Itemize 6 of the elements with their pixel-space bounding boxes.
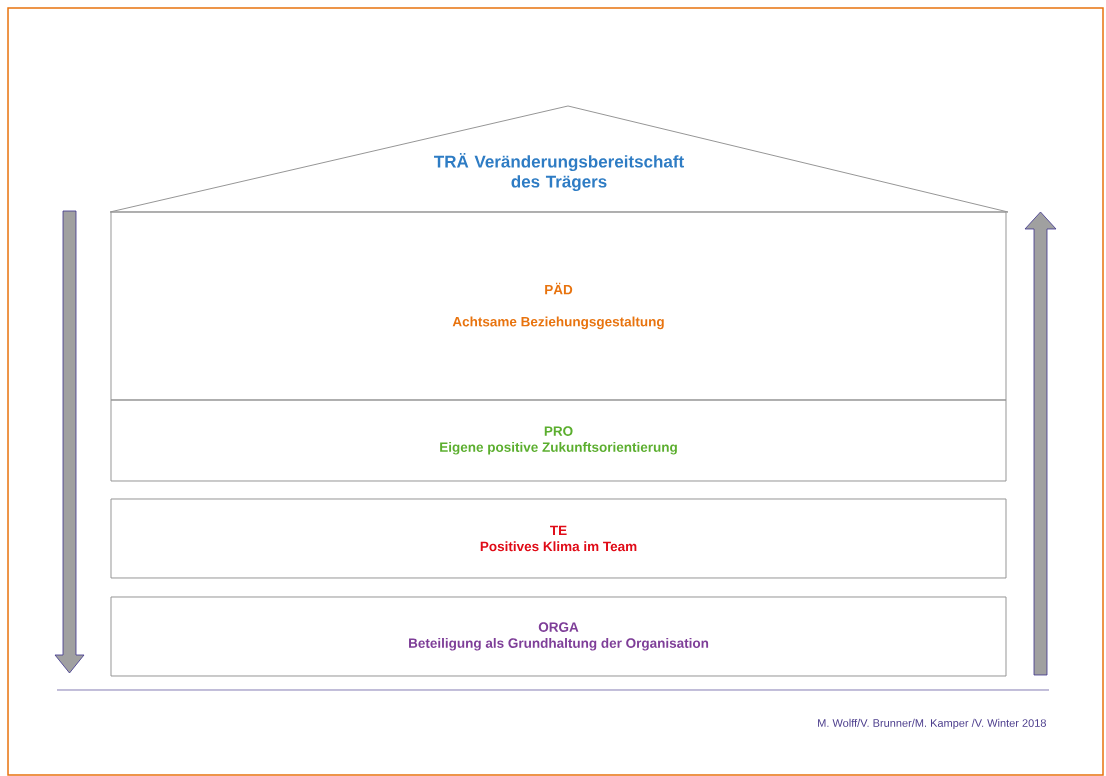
roof-triangle: TRÄ Veränderungsbereitschaft des Trägers — [109, 105, 1009, 213]
layer-box: PRO Eigene positive Zukunftsorientierung — [110, 399, 1007, 482]
layer-box: ORGA Beteiligung als Grundhaltung der Organisation — [110, 596, 1007, 677]
layer-box: PÄD Achtsame Beziehungsgestaltung — [110, 211, 1007, 401]
layer-box: TE Positives Klima im Team — [110, 498, 1007, 579]
credit-note: M. Wolff/V. Brunner/M. Kamper /V. Winter 2018 — [818, 718, 1046, 730]
